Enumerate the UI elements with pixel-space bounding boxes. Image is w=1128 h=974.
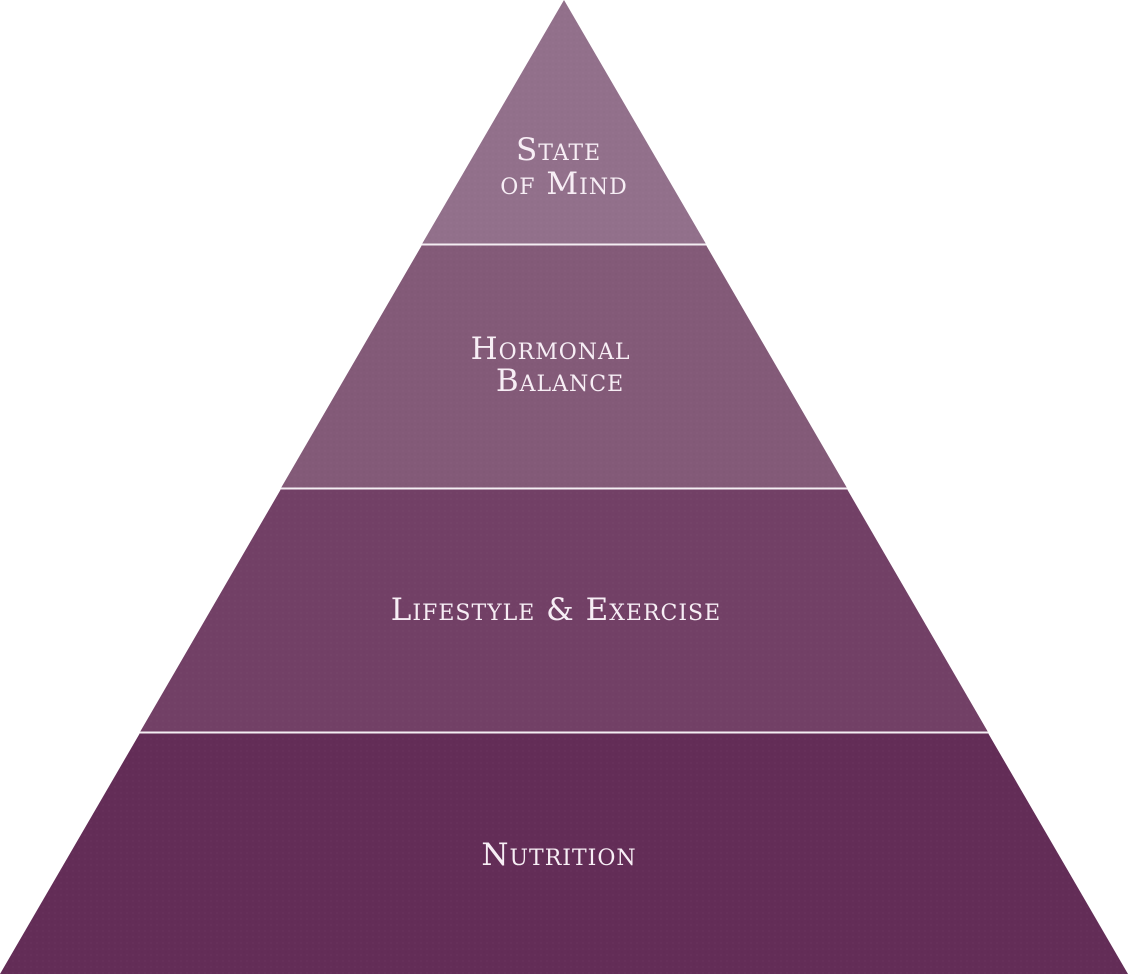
tier-lifestyle-exercise-label: Lifestyle & Exercise [391, 592, 721, 628]
tier-lifestyle-exercise-label-line-1: Lifestyle & Exercise [391, 592, 721, 628]
tier-hormonal-balance-label-line-2: Balance [496, 363, 624, 399]
tier-state-of-mind-label-line-2: of Mind [500, 166, 627, 202]
tier-lifestyle-exercise-texture [140, 489, 988, 732]
tier-state-of-mind-label: State of Mind [500, 132, 627, 202]
tier-state-of-mind-texture [422, 0, 706, 244]
tier-lifestyle-exercise: Lifestyle & Exercise [140, 489, 988, 732]
tier-state-of-mind: State of Mind [422, 0, 706, 244]
tier-state-of-mind-label-line-1: State [516, 132, 601, 168]
tier-hormonal-balance: Hormonal Balance [281, 245, 847, 488]
tier-hormonal-balance-label-line-1: Hormonal [471, 331, 631, 367]
tier-nutrition-texture [0, 733, 1128, 974]
tier-nutrition-label-line-1: Nutrition [481, 837, 636, 873]
tier-nutrition-label: Nutrition [481, 837, 636, 873]
tier-nutrition: Nutrition [0, 733, 1128, 974]
tier-hormonal-balance-texture [281, 245, 847, 488]
tier-hormonal-balance-label: Hormonal Balance [471, 331, 642, 399]
